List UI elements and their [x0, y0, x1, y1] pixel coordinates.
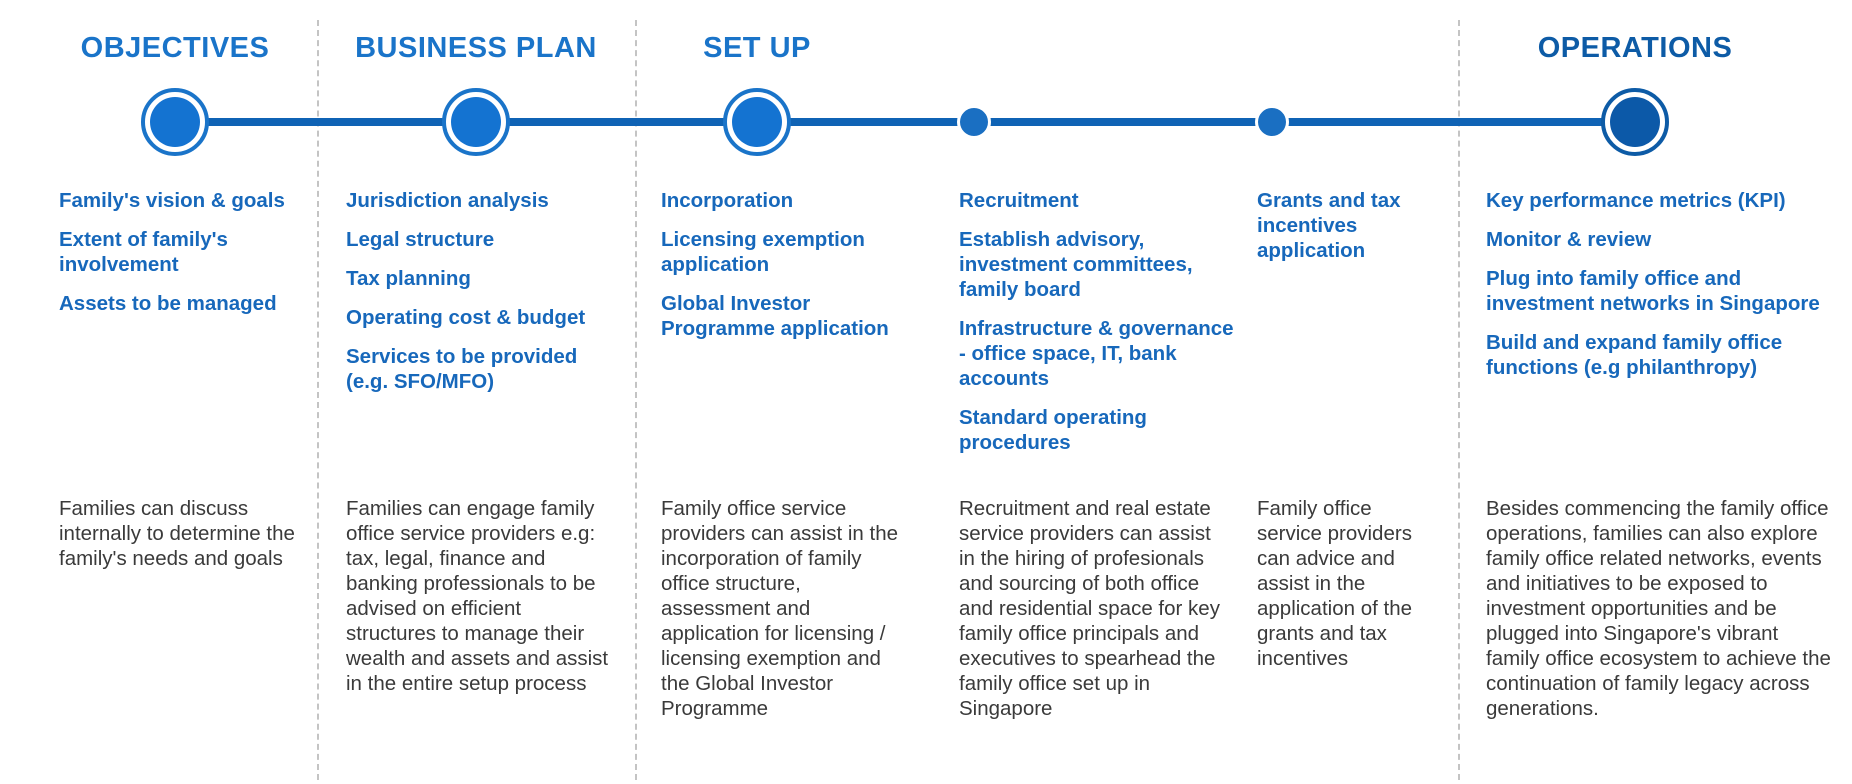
list-item: Build and expand family office functions…: [1486, 331, 1783, 379]
phase-title-operations: OPERATIONS: [1537, 32, 1733, 64]
recruitment-description: Recruitment and real estate service prov…: [959, 497, 1220, 720]
phase-title-business-plan: BUSINESS PLAN: [355, 32, 597, 64]
timeline-node-objectives: [141, 88, 209, 156]
list-item: Establish advisory, investment committee…: [959, 228, 1193, 301]
set-up-item-list: Incorporation Licensing exemption applic…: [661, 188, 921, 355]
operations-item-list: Key performance metrics (KPI) Monitor & …: [1486, 188, 1831, 394]
business-plan-item-list: Jurisdiction analysis Legal structure Ta…: [346, 188, 616, 408]
phase-title-set-up: SET UP: [703, 32, 811, 64]
list-item: Operating cost & budget: [346, 306, 586, 329]
timeline-node-grants: [1255, 105, 1289, 139]
set-up-description: Family office service providers can assi…: [661, 497, 899, 720]
timeline-node-operations: [1601, 88, 1669, 156]
list-item: Recruitment: [959, 189, 1079, 212]
timeline-line: [175, 118, 1655, 126]
list-item: Family's vision & goals: [59, 189, 285, 212]
section-divider: [635, 20, 637, 780]
recruitment-item-list: Recruitment Establish advisory, investme…: [959, 188, 1234, 469]
list-item: Services to be provided (e.g. SFO/MFO): [346, 345, 578, 393]
phase-title-objectives: OBJECTIVES: [80, 32, 270, 64]
section-divider: [1458, 20, 1460, 780]
list-item: Plug into family office and investment n…: [1486, 267, 1820, 315]
list-item: Incorporation: [661, 189, 794, 212]
objectives-description: Families can discuss internally to deter…: [59, 497, 295, 570]
list-item: Assets to be managed: [59, 292, 277, 315]
timeline-node-business-plan: [442, 88, 510, 156]
list-item: Monitor & review: [1486, 228, 1652, 251]
grants-description: Family office service providers can advi…: [1257, 497, 1413, 670]
list-item: Key performance metrics (KPI): [1486, 189, 1786, 212]
list-item: Legal structure: [346, 228, 495, 251]
list-item: Jurisdiction analysis: [346, 189, 549, 212]
list-item: Standard operating procedures: [959, 406, 1147, 454]
list-item: Extent of family's involvement: [59, 228, 228, 276]
objectives-item-list: Family's vision & goals Extent of family…: [59, 188, 304, 330]
section-divider: [317, 20, 319, 780]
list-item: Licensing exemption application: [661, 228, 865, 276]
operations-description: Besides commencing the family office ope…: [1486, 497, 1831, 720]
timeline-node-recruitment: [957, 105, 991, 139]
list-item: Grants and tax incentives application: [1257, 189, 1401, 262]
list-item: Tax planning: [346, 267, 471, 290]
list-item: Infrastructure & governance - office spa…: [959, 317, 1234, 390]
business-plan-description: Families can engage family office servic…: [346, 497, 609, 695]
list-item: Global Investor Programme application: [661, 292, 889, 340]
grants-item-list: Grants and tax incentives application: [1257, 188, 1437, 277]
timeline-node-set-up: [723, 88, 791, 156]
